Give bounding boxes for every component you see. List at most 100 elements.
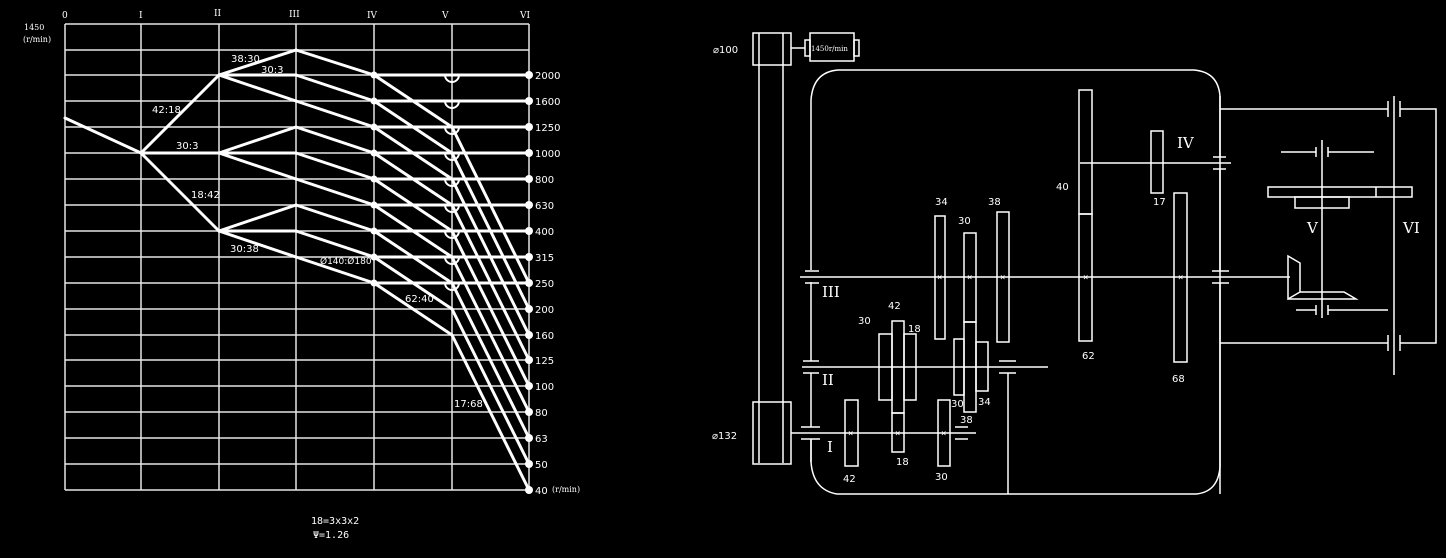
shaft-header-0: 0	[62, 11, 68, 21]
node-VI-40	[525, 486, 533, 494]
node-IV-9	[370, 253, 378, 261]
crossing-arc-2	[444, 74, 460, 83]
shaft-header-II: II	[214, 9, 222, 19]
gear-III-62[interactable]	[1078, 213, 1093, 342]
hub-x-mark-7: ×	[1178, 273, 1183, 283]
gear-II-18-label: 18	[908, 324, 921, 335]
input-unit-label: (r/min)	[23, 35, 51, 44]
shaft-header-VI: VI	[519, 11, 530, 21]
line-III-IV-8	[294, 229, 376, 259]
line-III-IV-1	[294, 48, 376, 77]
node-VI-2000	[525, 71, 533, 79]
node-IV-3	[370, 97, 378, 105]
hub-x-mark-4: ×	[967, 273, 972, 283]
ratio-30-3-II: 30:3	[261, 65, 283, 76]
output-speed-labels: 2000160012501000800630400315250200160125…	[535, 71, 560, 497]
node-IV-8	[370, 227, 378, 235]
node-VI-800	[525, 175, 533, 183]
gear-II-38-label: 38	[960, 415, 973, 426]
crossing-arc-10	[444, 282, 460, 291]
gear-V-large[interactable]	[1267, 186, 1413, 198]
line-V-VI-low-4	[450, 177, 531, 337]
node-VI-1250	[525, 123, 533, 131]
gear-III-40[interactable]	[1078, 89, 1093, 215]
speed-chart: 0 I II III IV V VI 1450 (r/min) 20001600…	[23, 9, 580, 541]
line-V-VI-low-7	[450, 255, 531, 414]
crossing-arc-3	[444, 100, 460, 109]
gear-III-34[interactable]	[934, 215, 946, 340]
gear-I-42-label: 42	[843, 474, 856, 485]
node-VI-315	[525, 253, 533, 261]
line-III-IV-6	[294, 177, 376, 207]
shaft-header-V: V	[441, 11, 449, 21]
shaft-label-V: V	[1306, 219, 1319, 237]
line-III-IV-7	[294, 203, 376, 233]
housing-outline	[810, 69, 1221, 495]
line-III-IV-3	[294, 99, 376, 129]
output-speed-9: 200	[535, 305, 554, 316]
node-IV-2	[370, 71, 378, 79]
gear-II-42-label: 42	[888, 301, 901, 312]
gear-III-30[interactable]	[963, 232, 977, 323]
node-IV-10	[370, 279, 378, 287]
shaft-header-III: III	[289, 10, 300, 20]
gear-III-38[interactable]	[996, 211, 1010, 343]
output-speed-11: 125	[535, 356, 554, 367]
line-IV-V-low-9	[372, 255, 454, 311]
gear-V-hub[interactable]	[1294, 196, 1350, 209]
gear-IV-68-label: 68	[1172, 374, 1185, 385]
gear-I-42[interactable]	[844, 399, 859, 467]
line-V-VI-low-2	[450, 125, 531, 285]
line-IV-V-low-10	[372, 281, 454, 337]
output-speed-13: 80	[535, 408, 548, 419]
gear-II-18[interactable]	[903, 333, 917, 401]
line-V-VI-low-10	[450, 333, 531, 492]
gear-IV-68[interactable]	[1173, 192, 1188, 363]
line-III-IV-9	[294, 255, 376, 285]
crossing-arc-6	[444, 178, 460, 187]
frame-VI-outer	[1400, 108, 1437, 344]
hub-x-mark-0: ×	[848, 429, 853, 439]
node-IV-5	[370, 149, 378, 157]
shaft-label-VI: VI	[1402, 219, 1420, 237]
line-V-VI-low-3	[450, 151, 531, 311]
output-speed-8: 250	[535, 279, 554, 290]
line-IV-V-low-5	[372, 151, 454, 207]
gear-III-62-label: 62	[1082, 351, 1095, 362]
bevel-gear-V[interactable]	[1288, 291, 1359, 300]
ratio-17-68: 17:68	[454, 399, 483, 410]
line-I-II-c	[139, 151, 221, 233]
gear-I-30[interactable]	[937, 399, 951, 467]
line-IV-V-low-2	[372, 73, 454, 129]
output-speed-4: 800	[535, 175, 554, 186]
output-speed-1: 1600	[535, 97, 560, 108]
gear-II-30-label: 30	[858, 316, 871, 327]
hub-x-mark-1: ×	[895, 429, 900, 439]
hub-x-mark-6: ×	[1083, 273, 1088, 283]
pulley-small	[752, 32, 792, 66]
output-speed-12: 100	[535, 382, 554, 393]
gear-IV-17-label: 17	[1153, 197, 1166, 208]
ratio-42-18: 42:18	[152, 105, 181, 116]
pulley-small-label: ⌀100	[713, 45, 738, 56]
line-II-III-down-0	[217, 73, 298, 103]
shaft-label-IV: IV	[1177, 134, 1195, 152]
line-II-III-up-1	[217, 125, 298, 155]
formula-structure: 18=3x3x2	[311, 516, 359, 527]
line-III-IV-2	[294, 73, 376, 103]
crossing-arc-9	[444, 256, 460, 265]
line-IV-V-low-3	[372, 99, 454, 155]
ratio-18-42: 18:42	[191, 190, 220, 201]
line-0-I	[63, 116, 143, 155]
hub-x-mark-3: ×	[937, 273, 942, 283]
gear-IV-17[interactable]	[1150, 130, 1164, 194]
output-speed-7: 315	[535, 253, 554, 264]
node-IV-7	[370, 201, 378, 209]
gear-II-30b-label: 30	[951, 399, 964, 410]
gear-III-30-label: 30	[958, 216, 971, 227]
output-speed-0: 2000	[535, 71, 560, 82]
output-speed-10: 160	[535, 331, 554, 342]
gear-II-34[interactable]	[975, 341, 989, 392]
shaft-header-IV: IV	[367, 11, 378, 21]
